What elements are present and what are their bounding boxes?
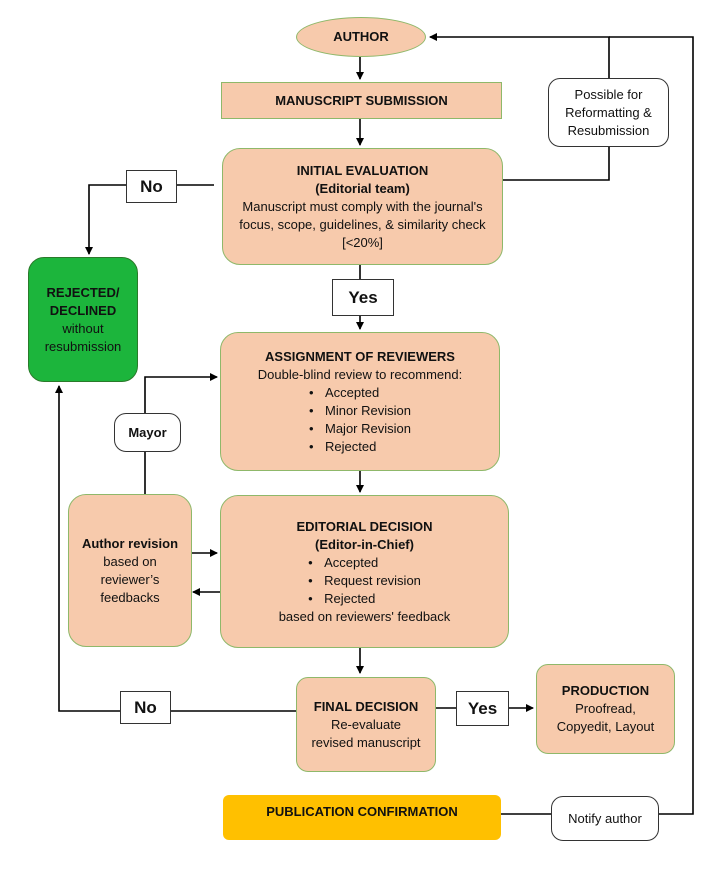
final-decision-node: FINAL DECISION Re-evaluate revised manus… bbox=[296, 677, 436, 772]
manuscript-submission-label: MANUSCRIPT SUBMISSION bbox=[275, 92, 448, 108]
production-text: Proofread, bbox=[575, 701, 636, 716]
initial-evaluation-node: INITIAL EVALUATION (Editorial team) Manu… bbox=[222, 148, 503, 265]
final-decision-text: Re-evaluate bbox=[330, 716, 402, 732]
edge-initial-reformat bbox=[502, 147, 610, 181]
author-revision-text: feedbacks bbox=[100, 589, 160, 605]
rejected-text: resubmission bbox=[44, 338, 122, 354]
publication-confirmation-node: PUBLICATION CONFIRMATION bbox=[223, 795, 501, 840]
mayor-label: Mayor bbox=[114, 413, 181, 452]
rejected-text: without bbox=[62, 320, 104, 336]
notify-author-node: Notify author bbox=[551, 796, 659, 841]
reviewers-title: ASSIGNMENT OF REVIEWERS bbox=[265, 348, 455, 364]
publication-confirmation-label: PUBLICATION CONFIRMATION bbox=[266, 804, 458, 819]
edge-revision-reviewers bbox=[144, 373, 218, 494]
rejected-title: DECLINED bbox=[49, 302, 117, 318]
editorial-option: Request revision bbox=[308, 572, 421, 590]
yes-label-final: Yes bbox=[456, 691, 509, 726]
no-label-final: No bbox=[120, 691, 171, 724]
initial-evaluation-text: focus, scope, guidelines, & similarity c… bbox=[239, 216, 486, 232]
notify-author-label: Notify author bbox=[568, 810, 642, 826]
yes-label-text: Yes bbox=[348, 287, 378, 307]
editorial-decision-subtitle: (Editor-in-Chief) bbox=[315, 536, 414, 552]
reformat-note: Possible for Reformatting & Resubmission bbox=[548, 78, 669, 147]
edge-notify-author bbox=[609, 36, 694, 815]
production-node: PRODUCTION Proofread, Copyedit, Layout bbox=[536, 664, 675, 754]
reviewers-option: Accepted bbox=[309, 384, 411, 402]
reformat-line: Resubmission bbox=[567, 122, 650, 138]
reformat-line: Possible for bbox=[574, 86, 643, 102]
initial-evaluation-text: [<20%] bbox=[342, 234, 383, 250]
manuscript-submission-node: MANUSCRIPT SUBMISSION bbox=[221, 82, 502, 119]
reformat-line: Reformatting & bbox=[565, 104, 652, 120]
editorial-decision-footer: based on reviewers' feedback bbox=[278, 608, 451, 624]
author-label: AUTHOR bbox=[333, 29, 389, 44]
author-revision-node: Author revision based on reviewer’s feed… bbox=[68, 494, 192, 647]
production-title: PRODUCTION bbox=[561, 683, 650, 698]
no-label-text: No bbox=[134, 697, 157, 717]
edge-reformat-author bbox=[429, 33, 610, 78]
reviewers-option: Major Revision bbox=[309, 420, 411, 438]
rejected-title: REJECTED/ bbox=[46, 284, 120, 300]
editorial-option: Accepted bbox=[308, 554, 421, 572]
no-label-initial: No bbox=[126, 170, 177, 203]
rejected-node: REJECTED/ DECLINED without resubmission bbox=[28, 257, 138, 382]
final-decision-title: FINAL DECISION bbox=[313, 698, 419, 714]
reviewers-option: Rejected bbox=[309, 438, 411, 456]
editorial-decision-title: EDITORIAL DECISION bbox=[296, 518, 433, 534]
editorial-decision-options: Accepted Request revision Rejected bbox=[308, 554, 421, 608]
mayor-label-text: Mayor bbox=[128, 424, 167, 440]
editorial-decision-node: EDITORIAL DECISION (Editor-in-Chief) Acc… bbox=[220, 495, 509, 648]
reviewers-intro: Double-blind review to recommend: bbox=[257, 366, 463, 382]
reviewers-option: Minor Revision bbox=[309, 402, 411, 420]
editorial-option: Rejected bbox=[308, 590, 421, 608]
initial-evaluation-text: Manuscript must comply with the journal'… bbox=[242, 198, 483, 214]
yes-label-text: Yes bbox=[467, 698, 498, 718]
initial-evaluation-title: INITIAL EVALUATION bbox=[296, 162, 429, 178]
production-text: Copyedit, Layout bbox=[556, 719, 655, 734]
author-revision-text: based on bbox=[103, 553, 157, 569]
author-revision-text: reviewer’s bbox=[100, 571, 160, 587]
initial-evaluation-subtitle: (Editorial team) bbox=[315, 180, 410, 196]
no-label-text: No bbox=[140, 176, 163, 196]
author-node: AUTHOR bbox=[296, 17, 426, 57]
yes-label-initial: Yes bbox=[332, 279, 394, 316]
assignment-of-reviewers-node: ASSIGNMENT OF REVIEWERS Double-blind rev… bbox=[220, 332, 500, 471]
final-decision-text: revised manuscript bbox=[311, 734, 421, 750]
reviewers-options: Accepted Minor Revision Major Revision R… bbox=[309, 384, 411, 456]
author-revision-title: Author revision bbox=[81, 535, 179, 551]
edge-final-rejected bbox=[55, 385, 296, 712]
